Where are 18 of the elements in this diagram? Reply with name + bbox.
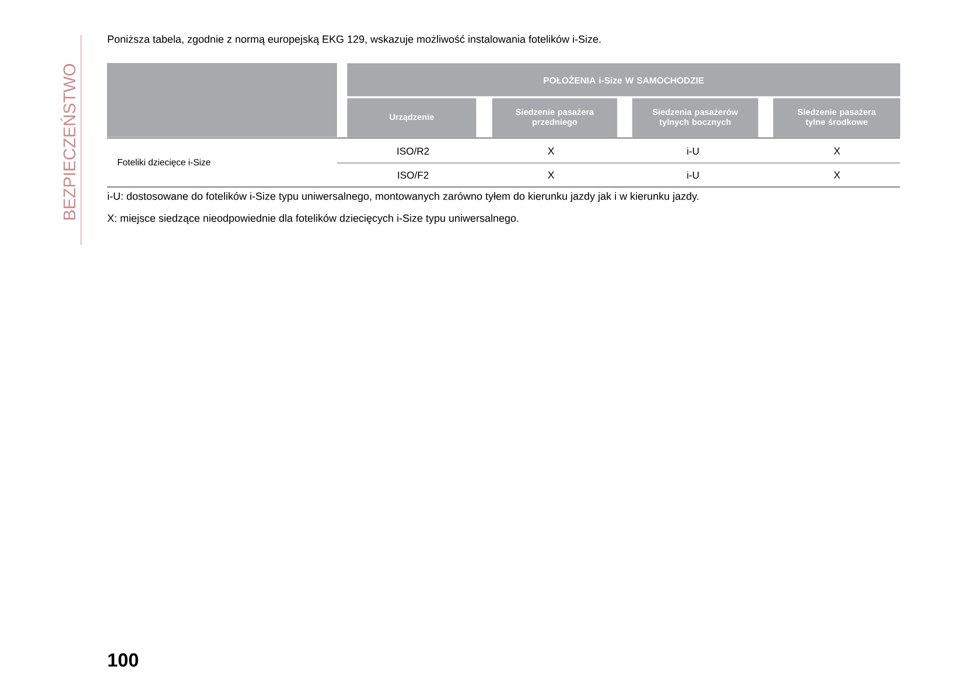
table-cell: ISO/R2 xyxy=(398,147,429,155)
table-cell: X xyxy=(834,148,840,154)
table-cell: ISO/F2 xyxy=(398,171,428,179)
intro-text: Poniższa tabela, zgodnie z normą europejską EKG 129, wskazuje możliwość instalowania fotelików i-Size. xyxy=(108,35,600,45)
row-label: Foteliki dziecięce i-Size xyxy=(118,158,210,168)
note-text: X: miejsce siedzące nieodpowiednie dla fotelików dziecięcych i-Size typu uniwersalnego. xyxy=(107,214,518,224)
header-cell: Siedzenie pasażera tylne środkowe xyxy=(773,98,900,138)
table-cell: i-U xyxy=(687,147,699,155)
table-cell: X xyxy=(548,148,554,154)
table-cell: X xyxy=(548,172,554,178)
table-cell: X xyxy=(834,172,840,178)
table-cell: i-U xyxy=(687,171,699,179)
section-heading: BEZPIECZEŃSTWO xyxy=(60,64,76,220)
header-cell: Urządzenie xyxy=(347,98,476,138)
note-text: i-U: dostosowane do fotelików i-Size typu uniwersalnego, montowanych zarówno tyłem do kierunku jazdy jak i w kierunku jazdy. xyxy=(108,192,698,202)
page-number: 100 xyxy=(108,653,138,667)
header-cell: Siedzenia pasażerów tylnych bocznych xyxy=(632,98,758,138)
header-cell: Siedzenie pasażera przedniego xyxy=(492,98,618,138)
